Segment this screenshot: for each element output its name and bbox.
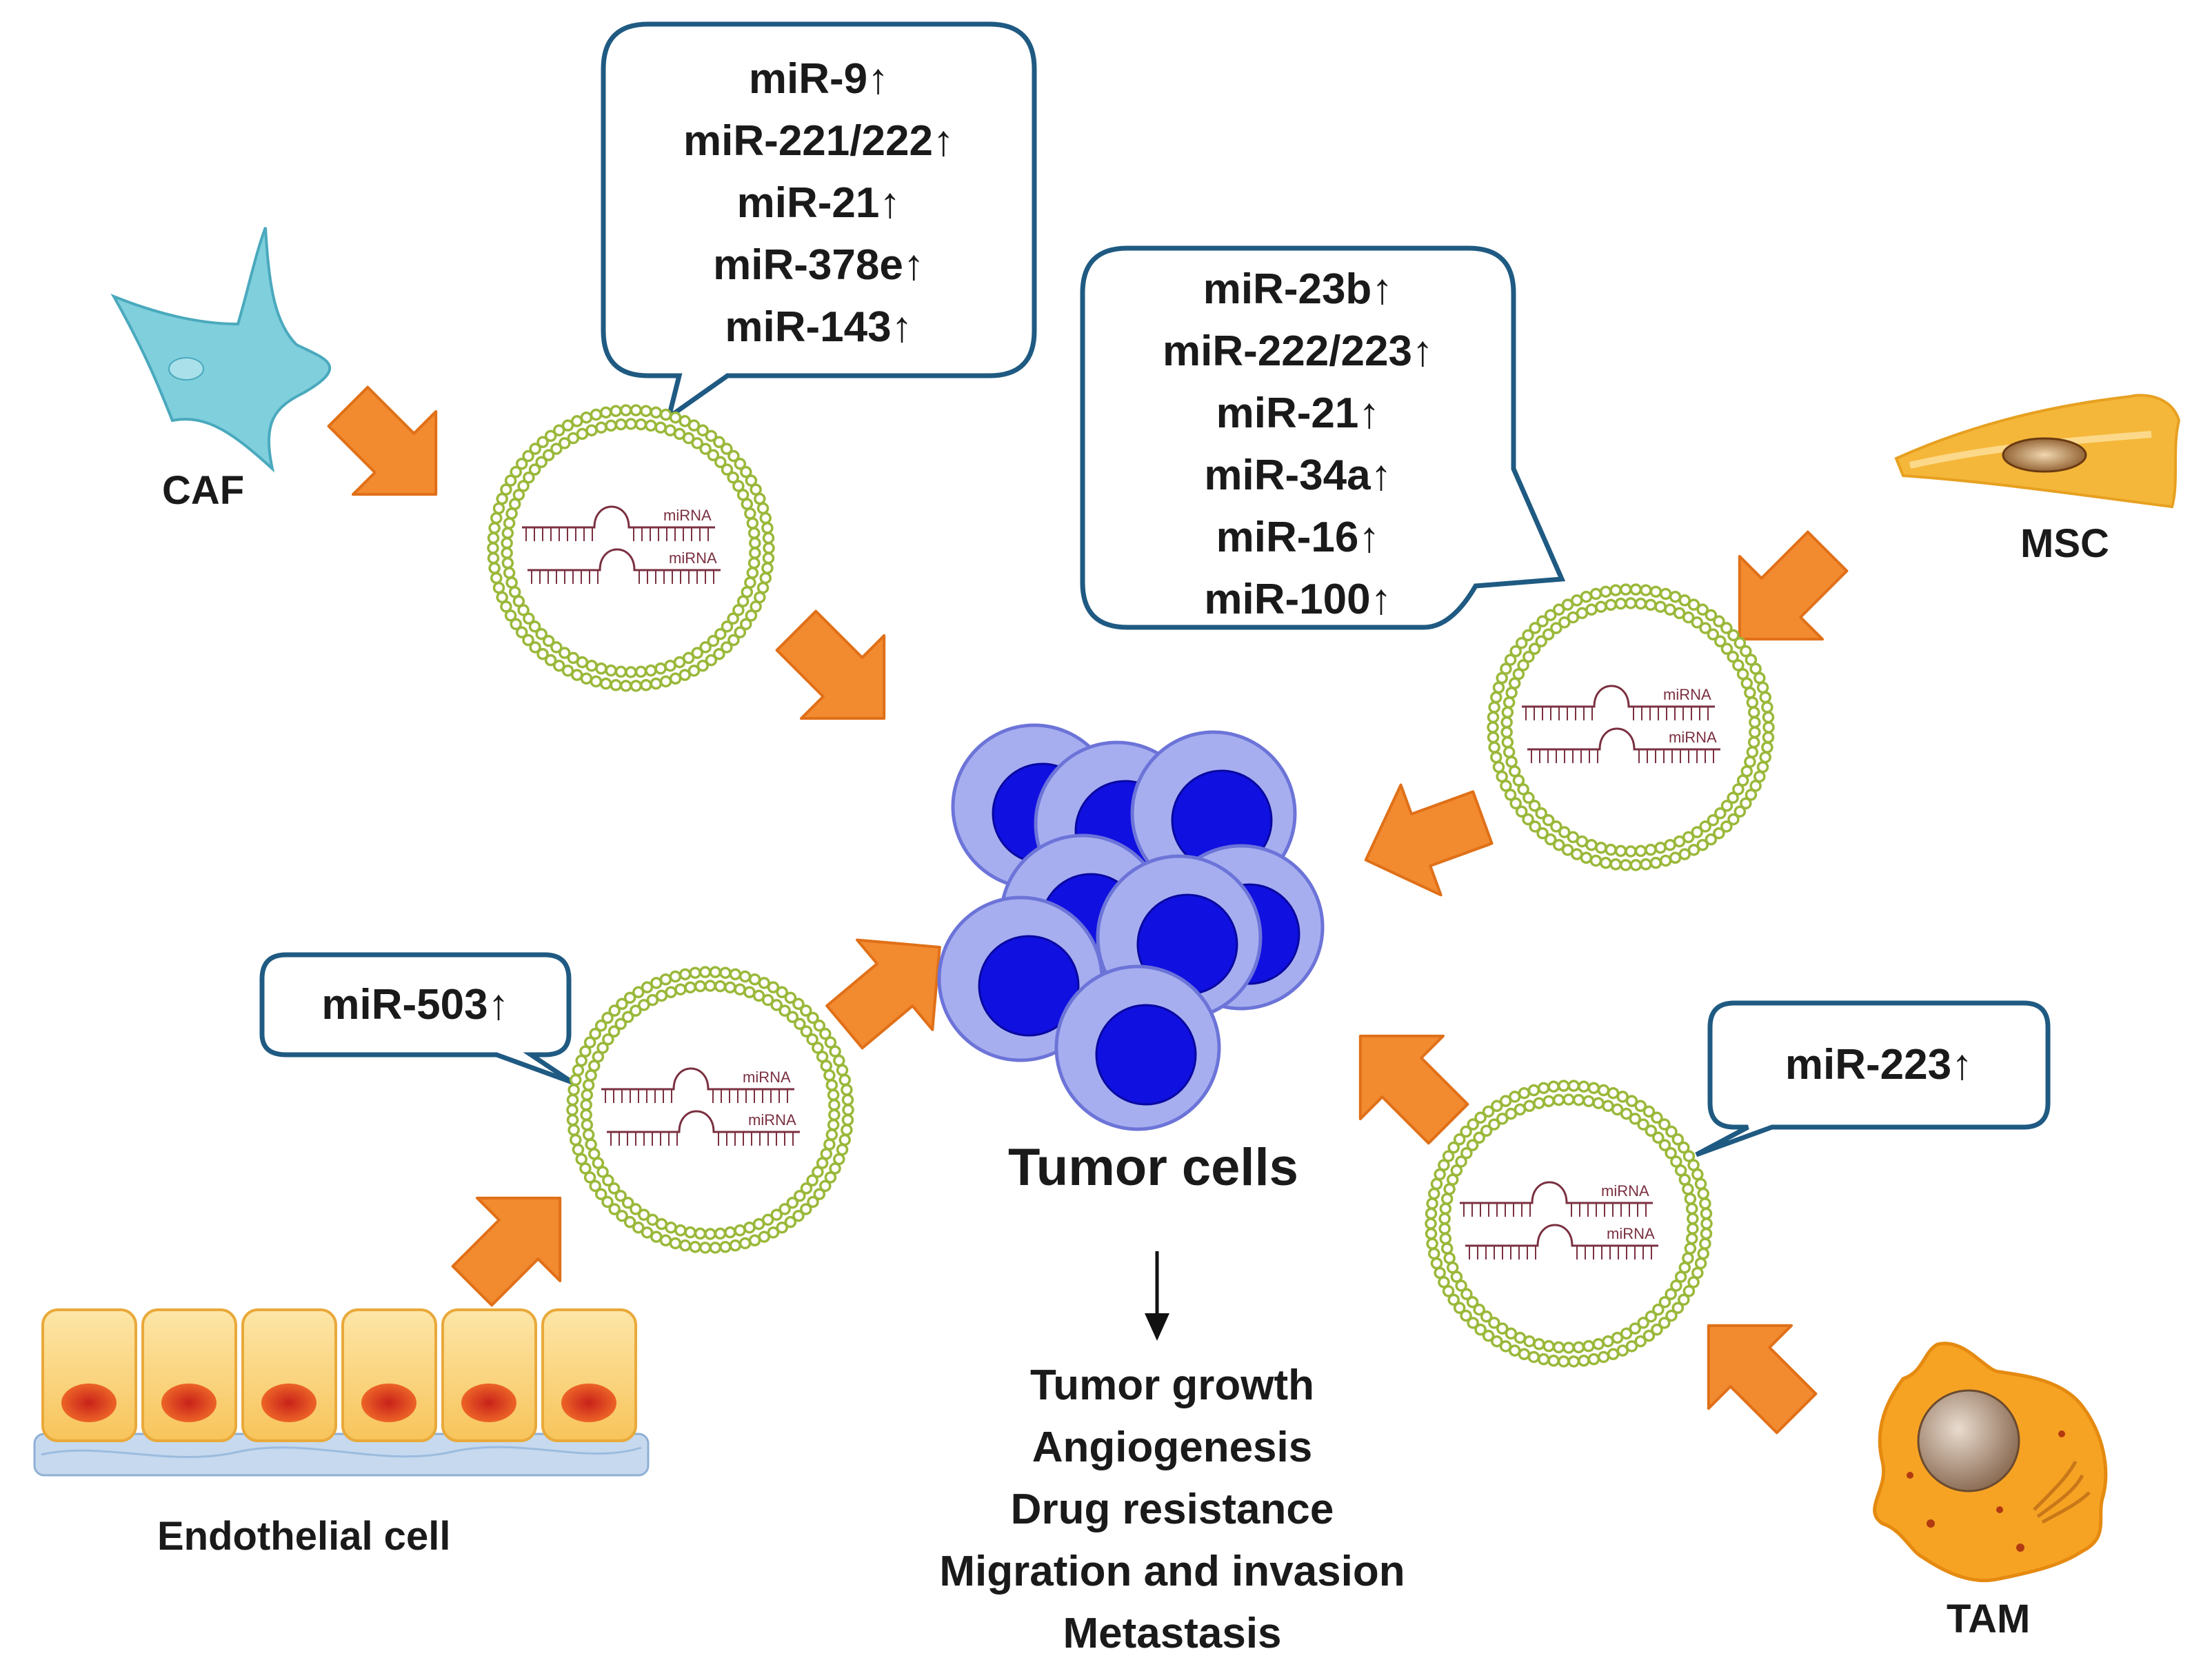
exosome-vesicle: miRNA miRNA [487, 404, 775, 692]
msc-label: MSC [2020, 521, 2109, 566]
mirna-item: miR-100↑ [1204, 576, 1392, 623]
effect-item: Migration and invasion [939, 1548, 1405, 1595]
endothelial-cell-icon [33, 1308, 650, 1477]
tam-bubble [1695, 1000, 2051, 1157]
mirna-item: miR-34a↑ [1204, 452, 1392, 499]
mirna-tag: miRNA [748, 1111, 796, 1129]
vesicle-group: miRNA miRNA miRNA miRNA miRNA miRNA miRNA miRNA [487, 404, 1775, 1368]
mirna-item: miR-222/223↑ [1163, 327, 1434, 375]
endothelial-label: Endothelial cell [157, 1514, 451, 1559]
endothelial-mirna-list: miR-503↑ [262, 974, 569, 1036]
down-arrow [1145, 1251, 1169, 1341]
mirna-tag: miRNA [1663, 686, 1711, 703]
effect-item: Drug resistance [1010, 1486, 1334, 1533]
mirna-tag: miRNA [743, 1069, 791, 1086]
arrow-group [327, 385, 1849, 1435]
orange-arrow [451, 1196, 562, 1307]
mirna-item: miR-23b↑ [1203, 265, 1394, 313]
tumor-cell [1054, 964, 1221, 1131]
orange-arrow [825, 938, 941, 1050]
tumor-cluster [937, 723, 1325, 1131]
msc-cell-icon [1894, 394, 2181, 509]
endothelial-nucleus [261, 1384, 316, 1422]
mirna-tag: miRNA [1607, 1225, 1655, 1242]
tam-label: TAM [1947, 1597, 2031, 1641]
orange-arrow [1358, 1034, 1469, 1145]
caf-bubble [601, 21, 1037, 423]
mirna-tag: miRNA [669, 549, 717, 567]
effect-item: Metastasis [1063, 1610, 1282, 1657]
mirna-item: miR-143↑ [725, 303, 913, 351]
endothelial-nucleus [161, 1384, 217, 1422]
effects-list: Tumor growth Angiogenesis Drug resistanc… [827, 1355, 1517, 1665]
orange-arrow [1364, 783, 1494, 897]
caf-cell-icon [110, 227, 332, 473]
mirna-tag: miRNA [1601, 1182, 1649, 1200]
endothelial-nucleus [461, 1384, 516, 1422]
mirna-item: miR-9↑ [748, 55, 890, 103]
mirna-item: miR-16↑ [1216, 514, 1380, 561]
tumor-cells-label: Tumor cells [1008, 1138, 1298, 1197]
caf-label: CAF [162, 468, 245, 513]
orange-arrow [327, 385, 438, 496]
mirna-item: miR-503↑ [321, 981, 510, 1029]
endothelial-nucleus [561, 1384, 616, 1422]
tam-cell-icon [1873, 1342, 2108, 1583]
orange-arrow [775, 609, 886, 720]
exosome-vesicle: miRNA miRNA [566, 966, 854, 1254]
effect-item: Tumor growth [1029, 1362, 1315, 1409]
exosome-vesicle: miRNA miRNA [1487, 583, 1775, 871]
endothelial-nucleus [361, 1384, 416, 1422]
orange-arrow [1707, 1324, 1818, 1435]
mirna-tag: miRNA [1669, 729, 1717, 746]
mirna-item: miR-378e↑ [713, 241, 925, 289]
caf-mirna-list: miR-9↑ miR-221/222↑ miR-21↑ miR-378e↑ mi… [603, 48, 1034, 358]
mirna-item: miR-221/222↑ [683, 117, 954, 165]
orange-arrow [1738, 530, 1849, 641]
mirna-item: miR-21↑ [1216, 389, 1380, 437]
msc-mirna-list: miR-23b↑ miR-222/223↑ miR-21↑ miR-34a↑ m… [1083, 259, 1514, 631]
msc-bubble [1080, 245, 1566, 630]
mirna-item: miR-223↑ [1785, 1041, 1973, 1089]
effect-item: Angiogenesis [1032, 1424, 1313, 1471]
exosome-vesicle: miRNA miRNA [1425, 1080, 1713, 1368]
tam-mirna-list: miR-223↑ [1710, 1034, 2048, 1096]
mirna-tag: miRNA [663, 507, 712, 524]
endothelial-bubble [259, 952, 574, 1085]
endothelial-nucleus [61, 1384, 117, 1422]
mirna-item: miR-21↑ [736, 179, 901, 227]
